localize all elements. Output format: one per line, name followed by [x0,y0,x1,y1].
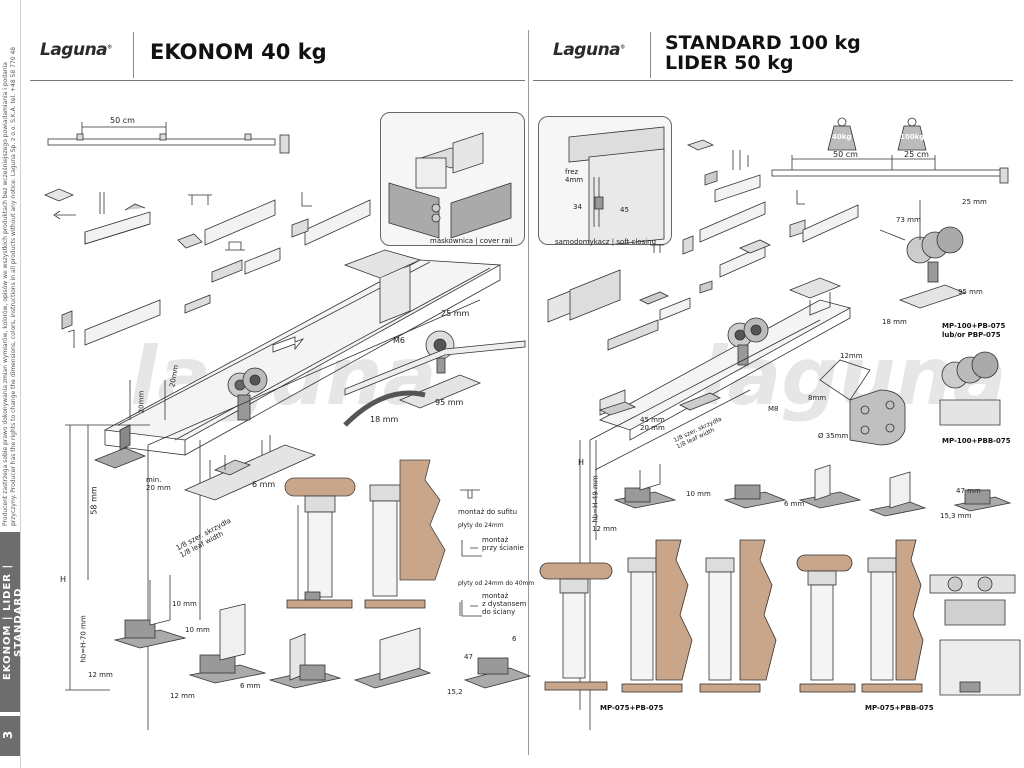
model-mp100-pb075: MP-100+PB-075 lub/or PBP-075 [942,322,1006,339]
dim-8mm: 8mm [808,394,827,402]
header-rule-left [30,80,525,81]
dim-95mm: 95 mm [435,398,464,407]
weight-40kg: 40kg [832,133,852,141]
note-spacer-mount: montaż z dystansem do ściany [482,592,527,616]
dim-18mm-right: 18 mm [882,318,907,326]
cover-rail-caption: maskownica | cover rail [430,237,513,245]
dim-6: 6 [512,635,517,643]
dim-50cm: 50 cm [833,150,858,159]
m8-label: M8 [768,405,779,413]
page-spine [528,30,529,755]
header-separator-left [133,32,134,78]
inset-4mm-label: 4mm [565,176,584,184]
note-board-24: płyty do 24mm [458,522,504,529]
dim-6mm: 6 mm [252,480,276,489]
m6-label: M6 [393,336,405,345]
dim-12mm-b: 12 mm [170,692,195,700]
dim-25mm-right: 25 mm [962,198,987,206]
brand-logo-left: Laguna® [40,40,112,60]
note-board-24-40: płyty od 24mm do 40mm [458,580,535,587]
dim-hb-right: hb=H-49 mm [591,475,600,523]
soft-closing-caption: samodomykacz | soft closing [555,238,657,246]
dim-10mm-a: 10 mm [172,600,197,608]
header-separator-right [650,32,651,78]
inset-45-label: 45 [620,206,629,214]
dim-18mm: 18 mm [370,415,399,424]
dim-35mm: Ø 35mm [818,432,849,440]
wheel-diameter-label: 25 mm [441,309,470,318]
page-title-right-1: STANDARD 100 kg [665,32,861,54]
dim-10mm-b: 10 mm [185,626,210,634]
dim-10mm-right: 10 mm [686,490,711,498]
inset-frez-label: frez [565,168,579,176]
dim-73mm: 73 mm [896,216,921,224]
model-mp100-pbb075: MP-100+PBB-075 [942,437,1011,445]
rail-spacing-label: 50 cm [110,116,135,125]
header-rule-right [533,80,1013,81]
dim-h-right: H [578,458,585,467]
page-number: 3 [0,716,20,756]
dim-12mm-right: 12mm [840,352,863,360]
dim-min-20mm: min. 20 mm [146,476,171,492]
weight-100kg: 100kg [900,133,925,141]
page-title-left: EKONOM 40 kg [150,40,327,64]
dim-47mm-right: 47 mm [956,487,981,495]
cover-rail-inset [380,112,525,246]
dim-95mm-right: 95 mm [958,288,983,296]
dim-47: 47 [464,653,473,661]
dim-15-3mm: 15,3 mm [940,512,972,520]
brand-logo-right: Laguna® [553,40,625,60]
note-ceiling-mount: montaż do sufitu [458,508,518,516]
dim-25cm: 25 cm [904,150,929,159]
inset-34-label: 34 [573,203,582,211]
section-tab: EKONOM | LIDER | STANDARD [0,532,24,712]
dim-12mm-a: 12 mm [88,671,113,679]
page-title-right-2: LIDER 50 kg [665,52,794,74]
dim-6mm-b: 6 mm [240,682,261,690]
model-mp075-pb075: MP-075+PB-075 [600,704,664,712]
dim-12mm-b-right: 12 mm [592,525,617,533]
dim-15-2: 15,2 [447,688,463,696]
soft-closing-inset [538,116,672,245]
dim-20mm-right: 20 mm [640,424,665,432]
dim-6mm-right: 6 mm [784,500,805,508]
model-mp075-pbb075: MP-075+PBB-075 [865,704,934,712]
dim-45mm-right: 45 mm [640,416,665,424]
left-sidebar: Producent zastrzega sobie prawo dokonywa… [0,0,24,768]
note-wall-mount: montaż przy ścianie [482,536,524,552]
dim-h: H [60,575,67,584]
